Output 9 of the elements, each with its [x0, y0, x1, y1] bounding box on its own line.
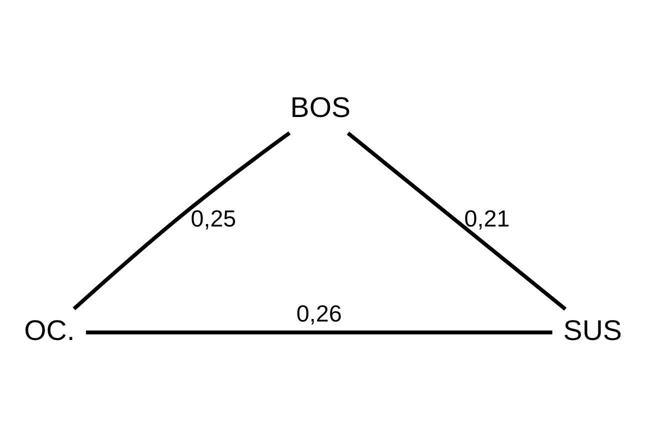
connector — [72, 130, 291, 310]
edge-label: 0,21 — [464, 205, 510, 232]
connector — [346, 131, 567, 310]
connector — [86, 330, 552, 334]
node-text: SUS — [563, 314, 622, 346]
node-text: OC. — [24, 314, 75, 346]
edge-label: 0,26 — [296, 300, 342, 326]
edge-label: 0,25 — [190, 205, 236, 232]
node-text: BOS — [290, 91, 350, 124]
